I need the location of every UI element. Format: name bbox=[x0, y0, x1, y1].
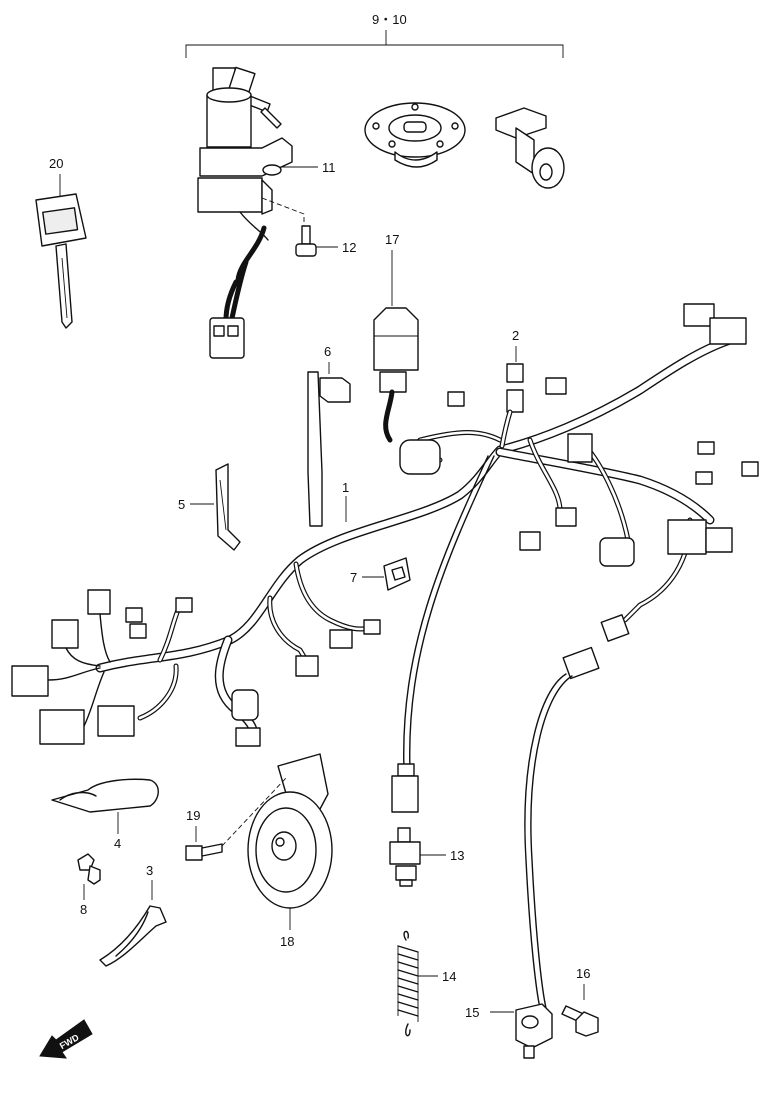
label-19: 19 bbox=[186, 808, 200, 823]
clamp-4: 4 bbox=[51, 778, 159, 851]
main-wiring-harness: 1 bbox=[11, 303, 759, 747]
label-11: 11 bbox=[322, 160, 336, 175]
clamp-7: 7 bbox=[350, 557, 411, 591]
group-bracket-9-10: 9・10 bbox=[185, 12, 564, 58]
label-3: 3 bbox=[146, 863, 153, 878]
label-7: 7 bbox=[350, 570, 357, 585]
label-9-10: 9・10 bbox=[372, 12, 407, 27]
label-1: 1 bbox=[342, 480, 349, 495]
relay-17: 17 bbox=[373, 232, 419, 443]
label-20: 20 bbox=[49, 156, 63, 171]
ignition-switch: 11 bbox=[197, 66, 336, 359]
label-12: 12 bbox=[342, 240, 356, 255]
bolt-8: 8 bbox=[77, 853, 101, 917]
bolt-16: 16 bbox=[561, 966, 599, 1037]
side-stand-switch-15: 15 bbox=[465, 614, 630, 1059]
horn-18: 18 bbox=[247, 753, 333, 949]
label-16: 16 bbox=[576, 966, 590, 981]
label-4: 4 bbox=[114, 836, 121, 851]
screw-12: 12 bbox=[295, 225, 356, 257]
label-18: 18 bbox=[280, 934, 294, 949]
fuel-cap bbox=[364, 102, 466, 168]
bracket-5: 5 bbox=[178, 463, 241, 551]
label-17: 17 bbox=[385, 232, 399, 247]
key-20: 20 bbox=[35, 156, 87, 329]
clip-3: 3 bbox=[99, 863, 167, 967]
label-8: 8 bbox=[80, 902, 87, 917]
label-15: 15 bbox=[465, 1005, 479, 1020]
label-14: 14 bbox=[442, 969, 456, 984]
spring-14: 14 bbox=[397, 930, 456, 1037]
bolt-19: 19 bbox=[185, 777, 287, 861]
label-2: 2 bbox=[512, 328, 519, 343]
switch-13: 13 bbox=[389, 455, 495, 887]
connector-2: 2 bbox=[506, 328, 524, 413]
label-5: 5 bbox=[178, 497, 185, 512]
seat-lock bbox=[495, 107, 565, 189]
fwd-arrow-icon: FWD bbox=[39, 1019, 93, 1059]
label-13: 13 bbox=[450, 848, 464, 863]
label-6: 6 bbox=[324, 344, 331, 359]
clamp-6: 6 bbox=[307, 344, 351, 527]
